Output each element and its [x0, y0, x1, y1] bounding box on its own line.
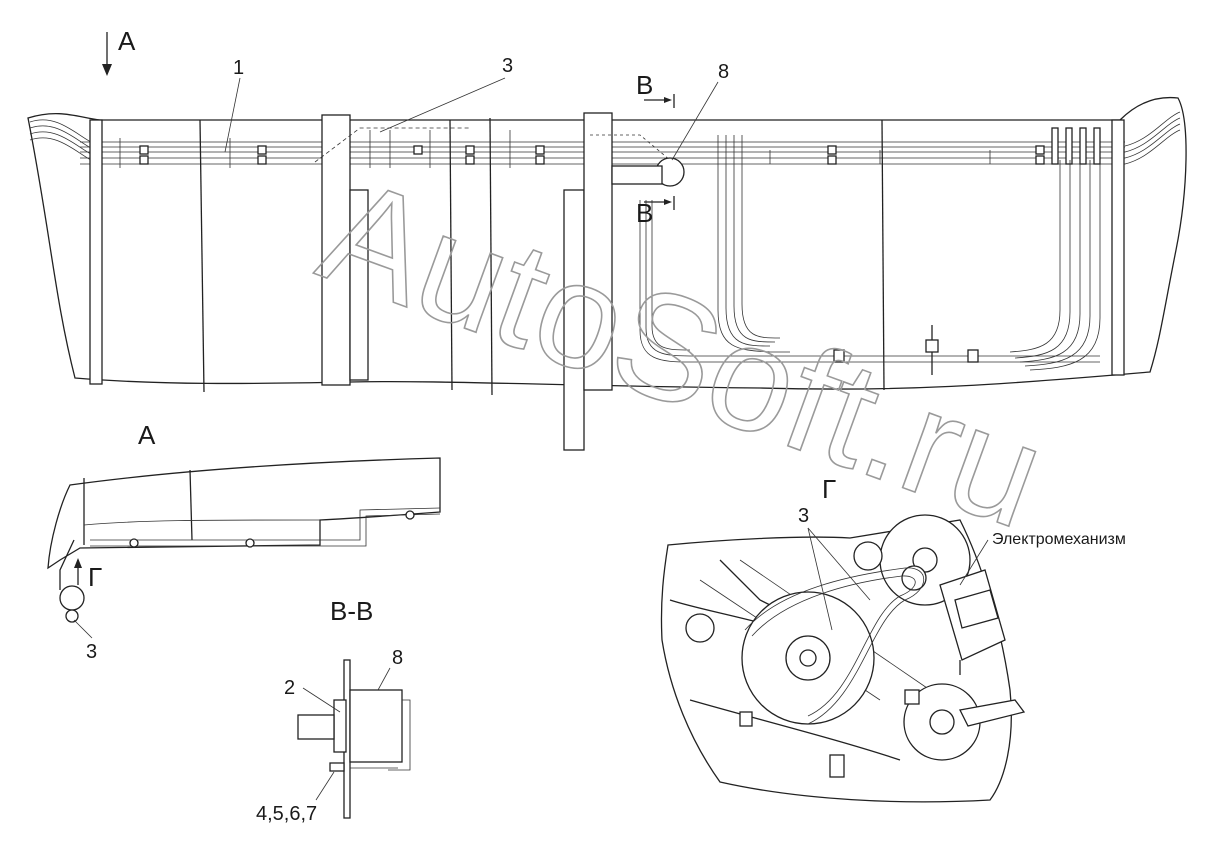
- view-a-component: [59, 585, 85, 611]
- view-a-title: А: [138, 420, 156, 450]
- section-callout-8-text: 8: [392, 647, 403, 669]
- section-callout-8: 8: [377, 647, 403, 691]
- section-mark-top: В: [636, 70, 675, 108]
- section-mark-bottom: В: [636, 196, 675, 228]
- section-callout-4567-text: 4,5,6,7: [256, 803, 317, 825]
- view-a: А Г 3: [47, 420, 441, 663]
- electromechanism-callout: Электромеханизм: [959, 531, 1126, 586]
- section-callout-2-text: 2: [284, 677, 295, 699]
- callout-3-text: 3: [502, 55, 513, 77]
- callout-1-text: 1: [233, 57, 244, 79]
- section-housing: [349, 689, 403, 763]
- section-mark-top-label: В: [636, 70, 653, 100]
- view-arrow-a: А: [102, 26, 136, 76]
- cab-outline: [27, 96, 1187, 390]
- callout-8-main: 8: [671, 61, 729, 161]
- cab-pillars: [89, 112, 1125, 451]
- view-g-callout-3: 3: [798, 505, 871, 631]
- harness-loops: [639, 135, 1101, 371]
- electromechanism-label: Электромеханизм: [992, 531, 1126, 548]
- section-callout-2: 2: [284, 677, 341, 713]
- detail-g-label: Г: [88, 562, 102, 592]
- view-g-callout-3-text: 3: [798, 505, 809, 527]
- detail-g-marker: Г: [74, 558, 102, 592]
- section-bb: В-В 2 8 4,5,6,7: [256, 596, 411, 825]
- harness-ticks: [119, 130, 991, 168]
- watermark: AutoSoft.ru: [302, 145, 1065, 560]
- view-arrow-a-label: А: [118, 26, 136, 56]
- section-callout-4567: 4,5,6,7: [256, 771, 335, 825]
- main-view: А 1 3 8 В В: [27, 26, 1187, 451]
- section-mark-bottom-label: В: [636, 198, 653, 228]
- view-a-callout-3: 3: [73, 619, 97, 663]
- right-corner-harness: [1124, 111, 1181, 165]
- harness-clips: [139, 127, 1101, 165]
- callout-1: 1: [224, 57, 244, 153]
- callout-8-text: 8: [718, 61, 729, 83]
- view-g-outline: [660, 519, 1012, 803]
- dashed-route: [314, 127, 470, 163]
- view-g: Г 3: [660, 474, 1126, 803]
- view-a-callout-3-text: 3: [86, 641, 97, 663]
- callout-3-main: 3: [379, 55, 513, 133]
- section-bb-title: В-В: [330, 596, 373, 626]
- view-a-outline: [47, 457, 441, 570]
- view-g-title: Г: [822, 474, 836, 504]
